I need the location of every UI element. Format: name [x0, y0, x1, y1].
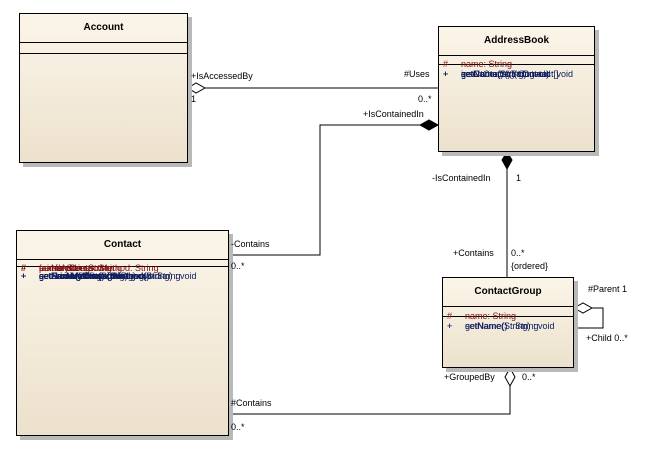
class-empty-section: [20, 42, 187, 53]
label-hash-contains-multiplicity: 0..*: [231, 422, 245, 432]
class-name: ContactGroup: [474, 286, 542, 297]
association-addressbook-contact: [229, 124, 420, 256]
attributes-section: #name: String: [443, 306, 573, 321]
label-contactgroup-is-contained-in-multiplicity: 1: [516, 173, 522, 183]
class-account[interactable]: Account: [19, 13, 188, 163]
label-grouped-by: +GroupedBy: [444, 372, 495, 382]
class-contact[interactable]: Contact #emailAddress: String #faxNumber…: [16, 230, 229, 436]
association-contactgroup-contact: [229, 386, 511, 415]
operations-section: +getName() : String +setName(String) : v…: [443, 316, 573, 331]
label-account-multiplicity: 1: [191, 94, 197, 104]
class-contactgroup[interactable]: ContactGroup #name: String +getName() : …: [442, 277, 574, 368]
class-name: Contact: [103, 239, 142, 250]
class-addressbook[interactable]: AddressBook #name: String +getContact() …: [438, 26, 595, 152]
label-uses: #Uses: [404, 69, 430, 79]
label-contactgroup-contains-multiplicity: 0..*: [511, 248, 525, 258]
label-contact-contains: -Contains: [231, 239, 270, 249]
aggregation-diamond-parent: [572, 302, 594, 314]
class-name: AddressBook: [483, 35, 549, 46]
label-contactgroup-contains: +Contains: [453, 248, 494, 258]
operations-section: +getEmailAddress() : String +getFaxNumbe…: [17, 266, 228, 281]
composition-diamond-addressbook-contactgroup: [501, 151, 513, 171]
attributes-section: #emailAddress: String #faxNumber: String…: [17, 259, 228, 273]
composition-diamond-addressbook-contact: [418, 119, 440, 131]
class-name: Account: [83, 22, 124, 33]
label-addressbook-is-contained-in: +IsContainedIn: [363, 109, 424, 119]
label-parent: #Parent 1: [588, 284, 628, 294]
label-contact-contains-multiplicity: 0..*: [231, 261, 245, 271]
aggregation-diamond-account: [187, 82, 207, 94]
label-grouped-by-multiplicity: 0..*: [522, 372, 536, 382]
operations-section: +getContact() : Contact +getContacts() :…: [439, 64, 594, 79]
label-child: +Child 0..*: [586, 333, 628, 343]
label-is-accessed-by: +IsAccessedBy: [191, 71, 253, 81]
label-ordered: {ordered}: [511, 261, 549, 271]
label-contactgroup-is-contained-in: -IsContainedIn: [432, 173, 491, 183]
label-uses-multiplicity: 0..*: [418, 94, 432, 104]
self-association-contactgroup: [574, 307, 604, 329]
label-hash-contains: #Contains: [231, 398, 272, 408]
attributes-section: #name: String: [439, 55, 594, 69]
aggregation-diamond-groupedby: [504, 366, 516, 388]
class-empty-section: [20, 53, 187, 54]
